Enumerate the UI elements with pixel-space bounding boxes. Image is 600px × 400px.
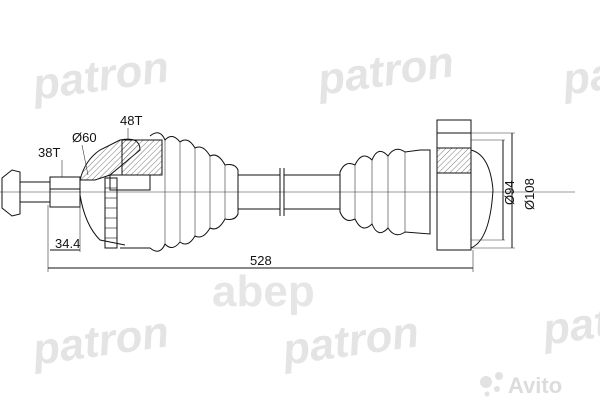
dimension-lines <box>47 128 515 272</box>
svg-text:Avito: Avito <box>508 373 562 398</box>
label-spline-length: 34.4 <box>55 236 80 251</box>
label-total-length: 528 <box>250 253 272 268</box>
svg-text:patron: patron <box>314 37 457 105</box>
svg-text:patron: patron <box>29 42 172 110</box>
svg-text:patron: patron <box>539 287 600 355</box>
watermark-abep: abep <box>212 267 315 316</box>
svg-text:patron: patron <box>559 37 600 105</box>
label-abs-ring: 48T <box>120 113 142 128</box>
label-outer-diameter: Ø60 <box>72 130 97 145</box>
label-outer-spline: 38T <box>38 145 60 160</box>
label-inner-diameter-108: Ø108 <box>522 178 537 210</box>
watermark-avito-logo: Avito <box>480 372 562 398</box>
svg-text:patron: patron <box>279 307 422 375</box>
watermark-patron: patron patron patron patron patron patro… <box>29 37 600 375</box>
label-inner-diameter-94: Ø94 <box>502 180 517 205</box>
svg-text:patron: patron <box>29 307 172 375</box>
